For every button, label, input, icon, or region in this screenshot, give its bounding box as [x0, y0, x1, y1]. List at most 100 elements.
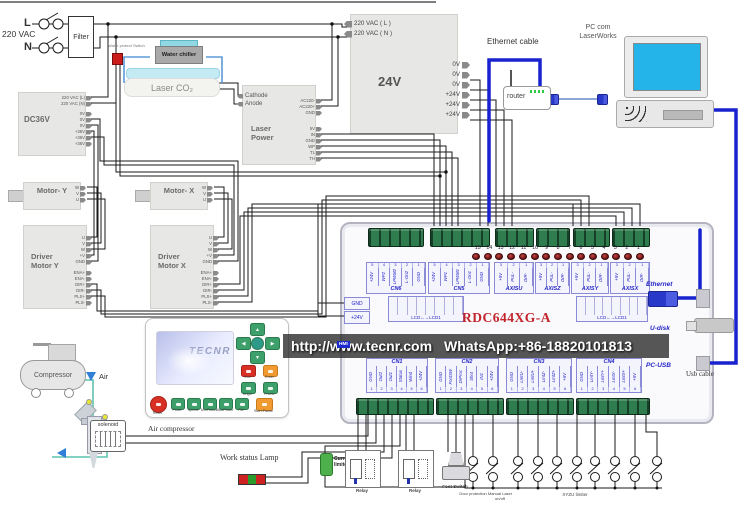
panel-left-button[interactable]: ◀ [236, 337, 251, 350]
panel-ok-button[interactable] [251, 337, 264, 350]
panel-file-button[interactable] [235, 398, 249, 410]
panel-minpower-button[interactable] [203, 398, 217, 410]
control-panel: TECNR ▲ ◀ ▶ ▼ Esc Enter Origin Frame Res… [145, 318, 289, 418]
solenoid-glyph [95, 431, 121, 447]
relay-2-label: Relay [408, 488, 421, 493]
terminal-strip [612, 228, 650, 247]
driver-y-signal-pins: ENA+ENA-DIR+DIR-PLS+PLS- [74, 270, 92, 306]
compressor-wheel [64, 388, 74, 398]
current-limiter [320, 453, 333, 476]
terminal-strip [506, 398, 574, 415]
laser-tube-label: Laser CO₂ [150, 82, 193, 93]
panel-down-button[interactable]: ▼ [250, 351, 265, 364]
compressor-wheel [31, 388, 41, 398]
xyzu-limiter-label: XYZU limiter [562, 492, 588, 497]
panel-reset-button[interactable] [150, 396, 167, 413]
filter-label: Filter [73, 33, 89, 41]
panel-maxpower-button[interactable] [219, 398, 233, 410]
panel-up-button[interactable]: ▲ [250, 323, 265, 336]
door-protection-label: Door protection [459, 491, 487, 496]
banner-url[interactable]: http://www.tecnr.com [291, 338, 433, 354]
panel-minpower-label: MinPower [201, 408, 217, 412]
panel-esc-button[interactable] [241, 365, 256, 377]
pc-plug [597, 94, 608, 105]
air-flow-arrow-left [52, 448, 66, 458]
dc36v-label: DC36V [24, 115, 50, 124]
terminal-strip [436, 398, 504, 415]
ethernet-port-label: Ethernet [646, 281, 673, 288]
panel-pulse-label: Pulse [172, 408, 182, 412]
mains-filter: Filter [68, 16, 94, 58]
pcusb-port [696, 356, 710, 371]
terminal-strip [368, 228, 424, 247]
head-screw [86, 399, 92, 405]
panel-right-button[interactable]: ▶ [265, 337, 280, 350]
water-chiller-label: Water chiller [161, 52, 197, 58]
pc-label: PC com LaserWorks [579, 24, 617, 40]
limit-switch-icons [465, 456, 663, 482]
panel-maxpower-label: MaxPower [216, 408, 234, 412]
pc-base [616, 100, 714, 128]
driver-x-label: Driver Motor X [158, 252, 186, 270]
manual-laser-label: Manual Laser on/off [487, 491, 513, 501]
psu24-label: 24V [378, 74, 402, 89]
solenoid-valve: solenoid [90, 420, 126, 452]
usb-cable-label: Usb cable [686, 370, 714, 378]
panel-enter-button[interactable] [263, 365, 278, 377]
air-label: Air [99, 372, 109, 381]
mains-line-label: L [24, 17, 31, 29]
panel-origin-button[interactable] [241, 382, 256, 394]
compressor: Compressor [20, 360, 86, 390]
psu24-inputs: 220 VAC ( L )220 VAC ( N ) [344, 19, 392, 39]
water-protect-switch [112, 53, 123, 65]
lcd-port-left: LCD←→LCD1 [388, 296, 464, 322]
panel-reset-label: Reset [152, 411, 163, 415]
udisk-port-label: U-disk [650, 325, 670, 332]
pc-screen [633, 43, 701, 91]
terminal-strip [576, 398, 650, 415]
panel-esc-label: Esc [244, 375, 251, 379]
panel-enter-label: Enter [265, 375, 274, 379]
mains-neutral-label: N [24, 41, 32, 53]
hmi-tag: HMI [337, 341, 350, 348]
driver-x-signal-pins: ENA+ENA-DIR+DIR-PLS+PLS- [201, 270, 219, 306]
panel-pulse-button[interactable] [171, 398, 185, 410]
power-port: GND+24V [344, 297, 370, 325]
terminal-strip [430, 228, 490, 247]
work-status-lamp [238, 474, 266, 485]
laser-tube: Laser CO₂ [124, 78, 220, 97]
router-led [530, 90, 546, 93]
ethernet-port [696, 289, 710, 308]
ethernet-cable-label: Ethernet cable [487, 37, 539, 46]
panel-startpause-button[interactable] [256, 398, 273, 411]
contact-banner: http://www.tecnr.com WhatsApp:+86-188201… [283, 334, 669, 358]
laser-power-ac-pins: AC220-AC220+GND [299, 98, 322, 116]
router-label: router [507, 93, 526, 100]
panel-frame-button[interactable] [263, 382, 278, 394]
ethernet-plug [648, 291, 678, 307]
compressor-label: Compressor [33, 371, 73, 379]
head-nozzle [89, 452, 98, 468]
work-lamp-label: Work status Lamp [220, 453, 279, 462]
panel-speed-button[interactable] [187, 398, 201, 410]
laser-power-label: Laser Power [251, 124, 274, 142]
pc-keypad [625, 106, 647, 122]
panel-startpause-label: Start-Pause [254, 409, 273, 413]
